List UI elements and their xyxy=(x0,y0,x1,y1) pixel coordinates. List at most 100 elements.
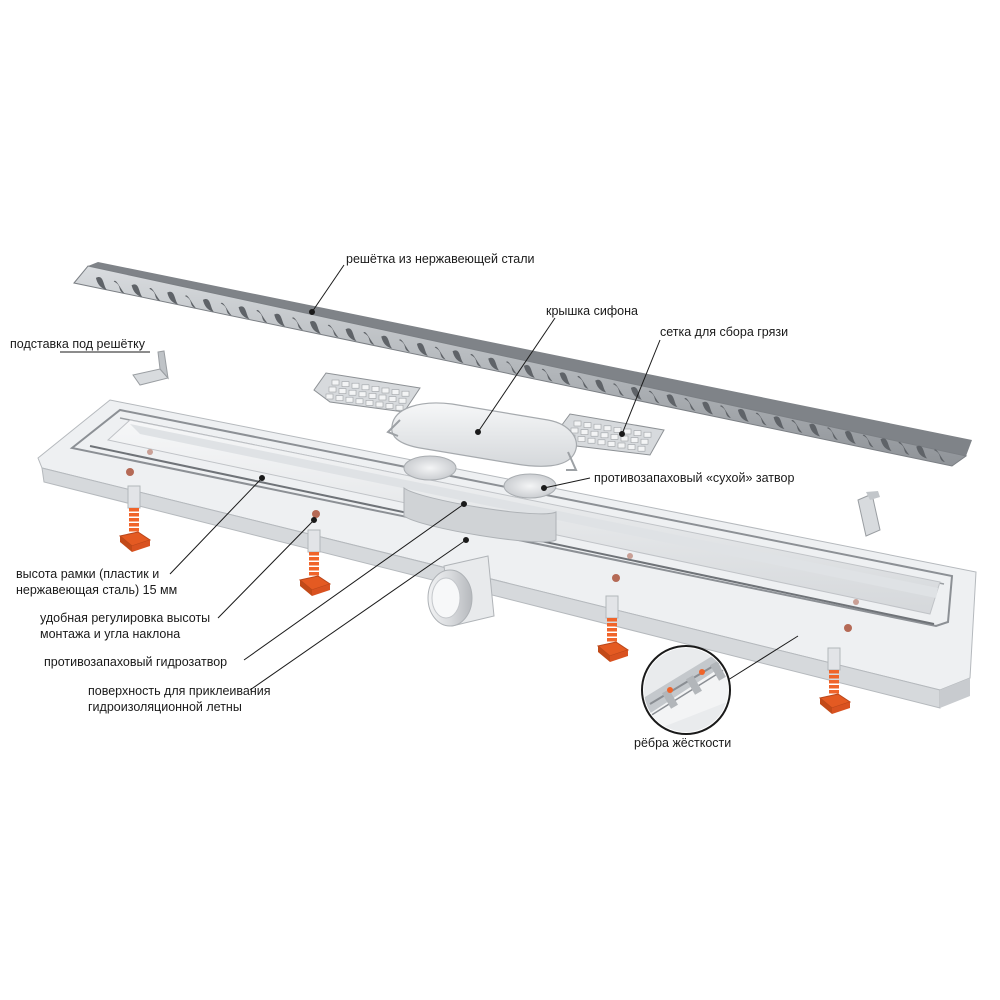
mesh-cell xyxy=(580,429,589,435)
label-dirt-mesh: сетка для сбора грязи xyxy=(660,325,789,339)
mesh-cell xyxy=(341,381,350,387)
label-siphon-cover: крышка сифона xyxy=(546,304,638,318)
mesh-cell xyxy=(395,404,404,411)
label-water-seal: противозапаховый гидрозатвор xyxy=(44,655,228,669)
mesh-cell xyxy=(391,389,400,395)
grate-slot xyxy=(488,357,500,371)
leader-dot-siphon xyxy=(475,429,481,435)
mesh-cell xyxy=(385,403,394,409)
mesh-cell xyxy=(633,430,642,436)
outlet-pipe xyxy=(427,555,495,627)
grate-slot xyxy=(149,288,161,301)
grate-slot xyxy=(506,361,518,375)
mesh-cell xyxy=(355,398,364,405)
leader-dirt-mesh xyxy=(621,339,661,435)
grate-slot xyxy=(737,409,749,422)
leader-dot-glue xyxy=(463,537,469,543)
grate-slot xyxy=(523,365,535,378)
adjustable-leg xyxy=(118,485,152,552)
grate-slot xyxy=(363,332,375,345)
mesh-cell xyxy=(368,393,377,399)
label-grate-stand: подставка под решётку xyxy=(10,337,146,351)
grate-slot xyxy=(327,324,339,338)
leader-dot-dry-seal xyxy=(541,485,547,491)
grate-slot xyxy=(202,299,214,312)
grate-slot xyxy=(256,310,268,323)
grate-slot xyxy=(595,379,607,393)
adjustable-legs xyxy=(118,485,852,714)
mesh-cell xyxy=(335,395,344,401)
grate-slot xyxy=(185,295,197,309)
grate-slot xyxy=(345,328,357,342)
grate-slot xyxy=(470,354,482,367)
grate-slots xyxy=(95,277,946,463)
label-ribs: рёбра жёсткости xyxy=(634,736,732,750)
mesh-cell xyxy=(617,442,626,449)
mesh-cell xyxy=(338,388,347,394)
grate-slot xyxy=(880,438,892,452)
grate-slot xyxy=(309,321,321,334)
label-grate: решётка из нержавеющей стали xyxy=(346,252,535,266)
leader-height-adjust xyxy=(217,519,315,619)
grate-slot xyxy=(702,401,714,415)
leader-lines xyxy=(60,264,799,691)
mesh-cell xyxy=(640,438,649,445)
mesh-cell xyxy=(610,434,619,440)
grate-slot xyxy=(934,449,946,463)
mesh-cell xyxy=(378,394,387,401)
grate-slot xyxy=(381,335,393,349)
mesh-cell xyxy=(627,444,636,450)
grate-stand-left xyxy=(132,350,169,386)
adjustable-leg xyxy=(818,647,852,714)
grate-slot xyxy=(755,412,767,426)
grate-slot xyxy=(916,445,928,459)
mesh-cell xyxy=(358,391,367,398)
mesh-cell xyxy=(345,396,354,403)
grate-slot xyxy=(541,368,553,382)
mesh-cell xyxy=(325,393,334,400)
mesh-cell xyxy=(388,396,397,402)
grate-slot xyxy=(684,398,696,411)
grate-slot xyxy=(434,346,446,360)
siphon-cover xyxy=(386,402,578,471)
grate-slot xyxy=(559,372,571,386)
label-frame-height: высота рамки (пластик и нержавеющая стал… xyxy=(16,567,178,597)
mesh-cell xyxy=(587,437,596,444)
mesh-cell xyxy=(623,428,632,435)
mesh-cell xyxy=(328,386,337,393)
mesh-cell xyxy=(398,397,407,404)
mesh-cell xyxy=(603,425,612,432)
leader-dot-grate xyxy=(309,309,315,315)
mesh-cell xyxy=(613,427,622,433)
leader-water-seal xyxy=(243,503,465,661)
leader-glue-surface xyxy=(249,539,467,691)
mesh-cell xyxy=(600,432,609,439)
mesh-cell xyxy=(375,401,384,408)
grate-slot xyxy=(577,376,589,389)
mesh-cell xyxy=(573,420,582,427)
grate-slot xyxy=(773,416,785,430)
grate-stand-right xyxy=(857,491,881,537)
leader-dot-water-seal xyxy=(461,501,467,507)
adjustable-leg xyxy=(298,529,332,596)
steel-grate xyxy=(73,262,972,467)
mesh-cell xyxy=(643,431,652,438)
channel-body xyxy=(37,399,977,709)
mesh-cell xyxy=(590,430,599,437)
grate-slot xyxy=(416,343,428,356)
grate-slot xyxy=(844,431,856,444)
leader-dry-seal xyxy=(543,477,591,489)
mesh-cell xyxy=(620,435,629,442)
grate-slot xyxy=(613,383,625,397)
grate-slot xyxy=(292,317,304,331)
mesh-cell xyxy=(630,437,639,443)
ribs-inset xyxy=(641,645,731,735)
leader-grate xyxy=(311,264,345,313)
mesh-cell xyxy=(637,445,646,452)
grate-slot xyxy=(666,394,678,408)
dirt-mesh-left xyxy=(313,372,421,413)
grate-slot xyxy=(95,277,107,290)
grate-slot xyxy=(167,291,179,305)
